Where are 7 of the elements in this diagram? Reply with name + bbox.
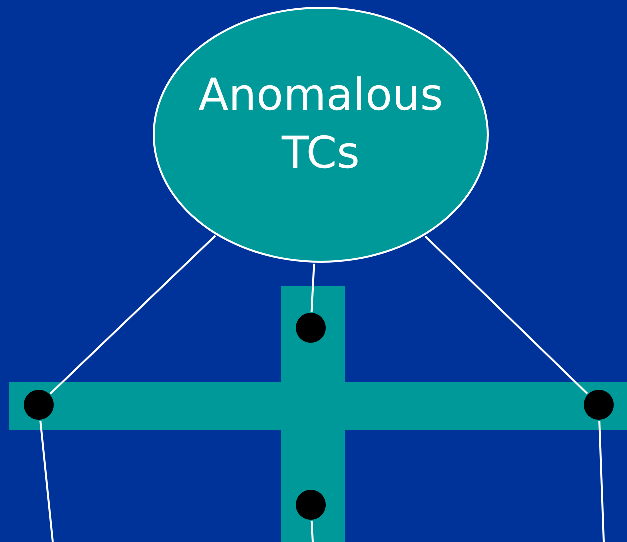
connector-line — [310, 264, 316, 312]
ellipse-node: Anomalous TCs — [153, 7, 489, 263]
connector-line — [310, 520, 314, 542]
connector-line — [50, 235, 216, 395]
connector-line — [40, 420, 54, 542]
connector-line — [598, 420, 605, 542]
connector-line — [424, 236, 588, 395]
